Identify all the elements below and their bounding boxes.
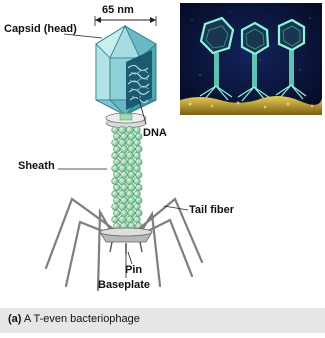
sheath-bead xyxy=(112,140,119,147)
sheath-bead xyxy=(114,133,121,140)
sheath-bead xyxy=(134,127,141,134)
sheath-bead xyxy=(128,171,135,178)
sheath-bead xyxy=(126,139,133,146)
sheath-bead xyxy=(119,126,126,133)
sheath-bead xyxy=(119,152,126,159)
scale-bar xyxy=(95,16,156,26)
sheath-bead xyxy=(134,191,141,198)
electron-micrograph xyxy=(180,3,322,115)
sheath-bead xyxy=(112,204,119,211)
sheath-bead xyxy=(119,165,126,172)
sheath-bead xyxy=(136,133,143,140)
sheath-bead xyxy=(112,191,119,198)
sheath-bead xyxy=(126,178,133,185)
leader-pin xyxy=(128,252,132,264)
figure-caption: (a) A T-even bacteriophage xyxy=(8,313,140,325)
sheath-bead xyxy=(134,216,141,223)
sheath-label: Sheath xyxy=(18,160,55,172)
sheath-bead xyxy=(128,133,135,140)
sheath-bead xyxy=(134,140,141,147)
sheath-bead xyxy=(136,184,143,191)
sheath-bead xyxy=(121,171,128,178)
sheath-bead xyxy=(134,204,141,211)
sheath-bead xyxy=(126,152,133,159)
sheath-bead xyxy=(119,216,126,223)
sheath-bead xyxy=(128,146,135,153)
sheath-bead xyxy=(121,184,128,191)
sheath-bead xyxy=(121,158,128,165)
sheath-bead xyxy=(119,139,126,146)
sheath-bead xyxy=(121,133,128,140)
sheath-bead xyxy=(112,216,119,223)
capsid-head xyxy=(96,26,156,115)
sheath-bead xyxy=(114,197,121,204)
sheath-bead xyxy=(114,184,121,191)
pin-label: Pin xyxy=(125,264,142,276)
sheath-bead xyxy=(128,158,135,165)
sheath-bead xyxy=(126,216,133,223)
capsid-label: Capsid (head) xyxy=(4,23,77,35)
sheath-bead xyxy=(119,178,126,185)
baseplate-label: Baseplate xyxy=(98,279,150,291)
sheath-bead xyxy=(136,172,143,179)
sheath-bead xyxy=(126,203,133,210)
sheath-bead xyxy=(112,127,119,134)
sheath-bead xyxy=(134,152,141,159)
caption-text: A T-even bacteriophage xyxy=(24,313,140,325)
sheath-bead xyxy=(112,165,119,172)
sheath-bead xyxy=(121,146,128,153)
sheath-bead xyxy=(121,197,128,204)
leader-tail-fiber xyxy=(164,206,188,210)
sheath-bead xyxy=(112,178,119,185)
sheath-bead xyxy=(128,197,135,204)
sheath-bead xyxy=(136,159,143,166)
sheath-bead xyxy=(128,210,135,217)
sheath-bead xyxy=(136,197,143,204)
sheath-bead xyxy=(114,146,121,153)
sheath-bead xyxy=(136,210,143,217)
sheath-bead xyxy=(134,178,141,185)
sheath-bead xyxy=(114,172,121,179)
sheath-bead xyxy=(128,184,135,191)
sheath-bead xyxy=(136,146,143,153)
sheath-bead xyxy=(112,152,119,159)
sheath-bead xyxy=(119,190,126,197)
dna-label: DNA xyxy=(143,127,167,139)
caption-part: (a) xyxy=(8,313,21,325)
sheath-bead xyxy=(119,203,126,210)
scale-label: 65 nm xyxy=(102,4,134,16)
sheath-bead xyxy=(121,210,128,217)
tail-fiber-label: Tail fiber xyxy=(189,204,234,216)
tail-sheath xyxy=(112,126,142,229)
tail-fiber-right-front xyxy=(142,220,192,276)
sheath-bead xyxy=(134,165,141,172)
sheath-bead xyxy=(114,159,121,166)
sheath-bead xyxy=(126,165,133,172)
collar xyxy=(106,113,146,128)
sheath-bead xyxy=(114,210,121,217)
sheath-bead xyxy=(126,190,133,197)
sheath-bead xyxy=(126,126,133,133)
